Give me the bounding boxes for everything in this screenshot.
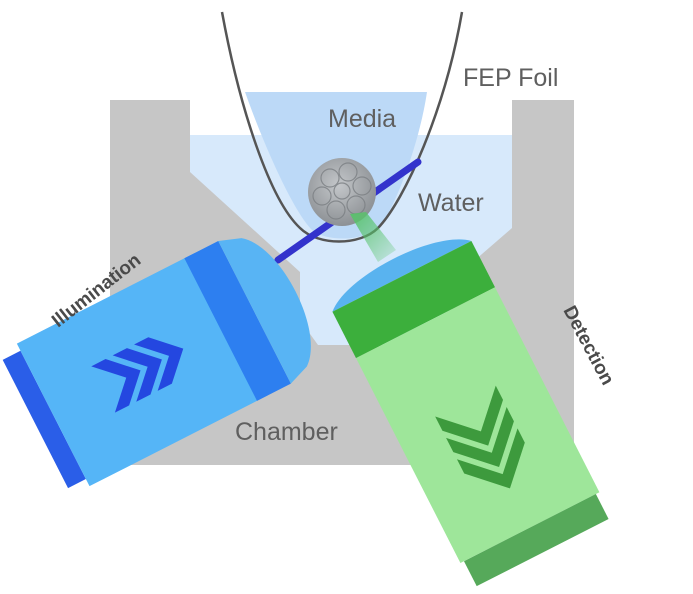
- label-media: Media: [328, 105, 396, 133]
- label-fep-foil: FEP Foil: [463, 64, 558, 92]
- illumination-chevron-icon: [91, 337, 184, 413]
- detection-body: [356, 287, 600, 564]
- detection-chevron-icon: [435, 385, 525, 489]
- illumination-band: [184, 241, 291, 401]
- illumination-body: [16, 252, 268, 487]
- fep-foil: [220, 11, 464, 243]
- detection-back-cap: [463, 494, 609, 587]
- detection-band: [332, 240, 496, 359]
- illumination-back-cap: [2, 350, 86, 489]
- detection-tip: [332, 239, 472, 312]
- detection-objective: [332, 239, 609, 587]
- label-water: Water: [418, 189, 484, 217]
- illumination-tip: [218, 238, 311, 384]
- sample-spheroid: [308, 158, 376, 226]
- label-chamber: Chamber: [235, 418, 338, 446]
- emission-cone: [350, 212, 396, 262]
- illumination-objective: [2, 238, 311, 489]
